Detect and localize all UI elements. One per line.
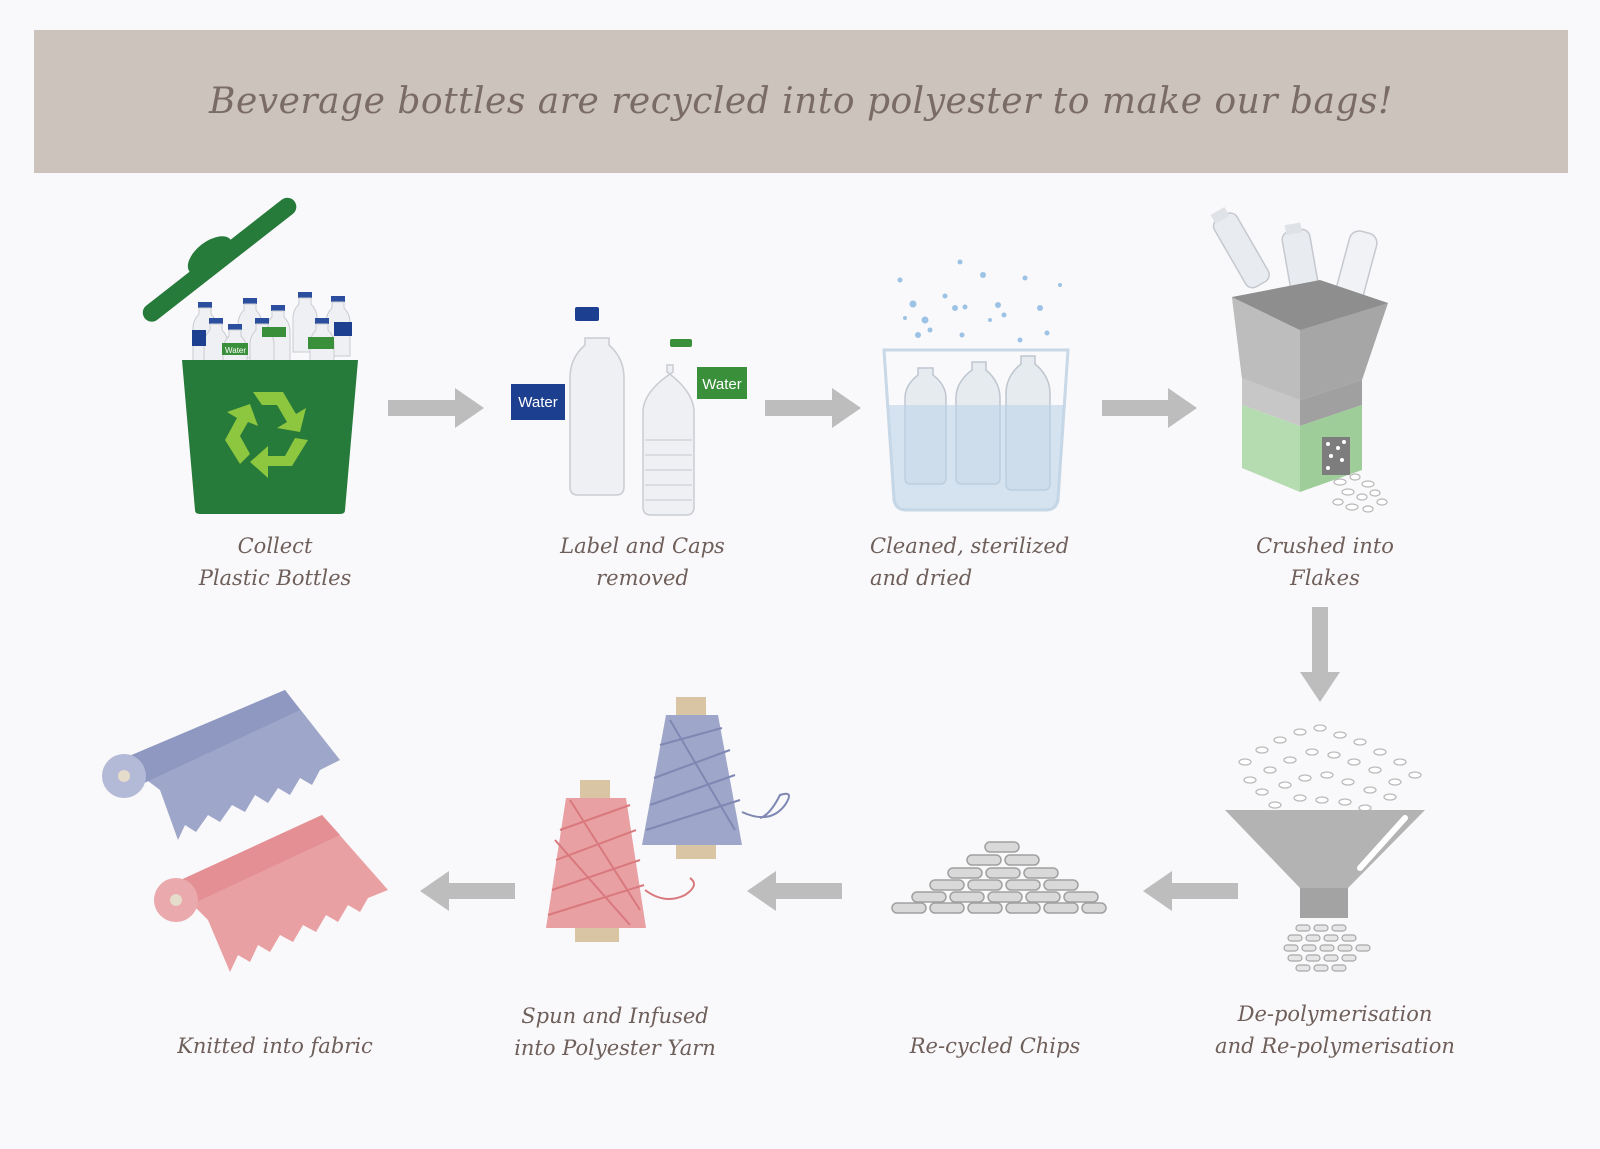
arrow-icon xyxy=(388,388,1340,911)
yarn-spool-icon xyxy=(546,697,790,942)
caption-cleaned: Cleaned, sterilized and dried xyxy=(870,534,1070,590)
caption-chips: Re-cycled Chips xyxy=(909,1034,1081,1058)
arrow-4-5 xyxy=(1300,607,1340,702)
water-tank-icon xyxy=(882,259,1070,512)
water-label-green-text: Water xyxy=(702,376,741,393)
bubbles xyxy=(897,259,1062,343)
crusher-icon xyxy=(1210,207,1388,513)
arrow-3-4 xyxy=(1102,388,1197,428)
funnel-icon xyxy=(1225,724,1425,972)
fabric-roll-icon xyxy=(102,690,388,972)
flakes-pile xyxy=(1238,724,1422,812)
bin-bottles: Water xyxy=(192,291,352,385)
bottle-icon: Water Water xyxy=(511,307,747,516)
water-label-blue xyxy=(511,384,565,420)
caption-labels-removed: Label and Caps removed xyxy=(560,534,725,590)
arrow-5-6 xyxy=(1143,871,1238,911)
chips-icon xyxy=(891,841,1107,914)
caption-polymerisation: De-polymerisation and Re-polymerisation xyxy=(1215,1002,1455,1058)
recycle-symbol-icon xyxy=(225,392,308,478)
caption-collect: Collect Plastic Bottles xyxy=(198,534,352,590)
recycle-bin-icon: Water xyxy=(142,197,358,514)
water-label-green xyxy=(697,367,747,399)
pellets-output xyxy=(1283,924,1371,972)
caption-knitted: Knitted into fabric xyxy=(177,1034,373,1058)
page-title: Beverage bottles are recycled into polye… xyxy=(209,81,1393,122)
title-banner: Beverage bottles are recycled into polye… xyxy=(34,30,1568,173)
arrow-6-7 xyxy=(747,871,842,911)
arrow-2-3 xyxy=(765,388,861,428)
arrow-1-2 xyxy=(388,388,484,428)
bin-lid xyxy=(142,197,297,322)
caption-crushed: Crushed into Flakes xyxy=(1256,534,1394,590)
caption-spun: Spun and Infused into Polyester Yarn xyxy=(514,1004,716,1060)
arrow-7-8 xyxy=(420,871,515,911)
water-label-blue-text: Water xyxy=(518,394,557,411)
bin-bottle-label: Water xyxy=(225,346,246,355)
